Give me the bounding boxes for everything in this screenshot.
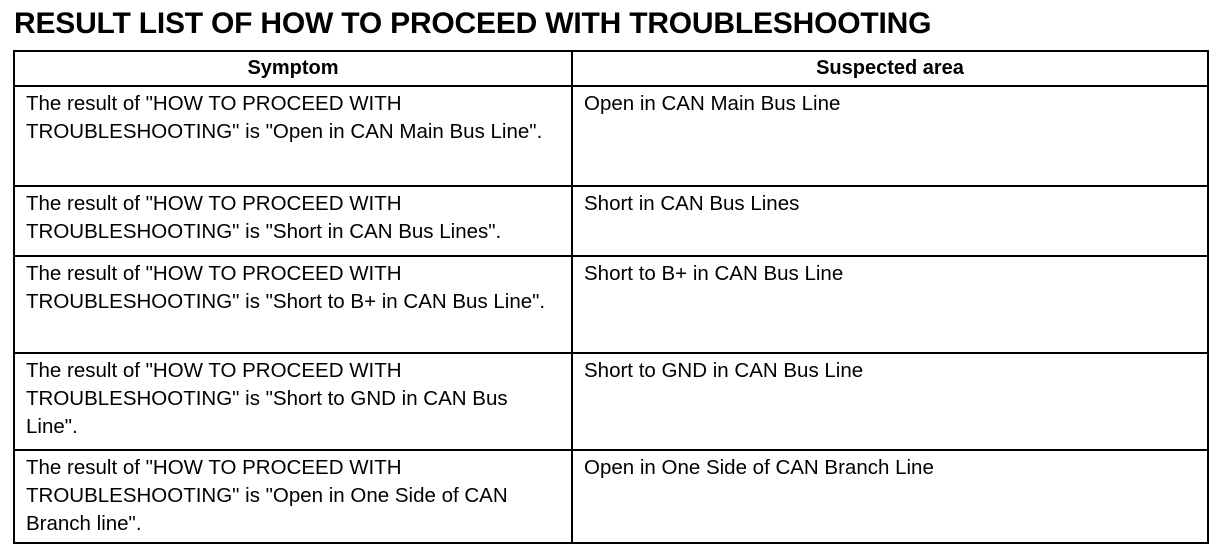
symptom-cell: The result of "HOW TO PROCEED WITH TROUB… bbox=[13, 85, 573, 187]
symptom-cell: The result of "HOW TO PROCEED WITH TROUB… bbox=[13, 185, 573, 257]
symptom-cell: The result of "HOW TO PROCEED WITH TROUB… bbox=[13, 255, 573, 354]
suspected-area-cell: Open in One Side of CAN Branch Line bbox=[571, 449, 1209, 544]
column-header-suspected-area: Suspected area bbox=[571, 50, 1209, 87]
table-row: The result of "HOW TO PROCEED WITH TROUB… bbox=[13, 85, 1209, 187]
table-row: The result of "HOW TO PROCEED WITH TROUB… bbox=[13, 449, 1209, 544]
table-row: The result of "HOW TO PROCEED WITH TROUB… bbox=[13, 185, 1209, 257]
suspected-area-cell: Short to GND in CAN Bus Line bbox=[571, 352, 1209, 451]
suspected-area-cell: Short to B+ in CAN Bus Line bbox=[571, 255, 1209, 354]
table-header-row: Symptom Suspected area bbox=[13, 50, 1209, 87]
symptom-cell: The result of "HOW TO PROCEED WITH TROUB… bbox=[13, 352, 573, 451]
symptom-cell: The result of "HOW TO PROCEED WITH TROUB… bbox=[13, 449, 573, 544]
column-header-symptom: Symptom bbox=[13, 50, 573, 87]
table-row: The result of "HOW TO PROCEED WITH TROUB… bbox=[13, 255, 1209, 354]
suspected-area-cell: Short in CAN Bus Lines bbox=[571, 185, 1209, 257]
page-title: RESULT LIST OF HOW TO PROCEED WITH TROUB… bbox=[14, 7, 932, 40]
suspected-area-cell: Open in CAN Main Bus Line bbox=[571, 85, 1209, 187]
troubleshooting-table: Symptom Suspected area The result of "HO… bbox=[13, 50, 1209, 544]
table-row: The result of "HOW TO PROCEED WITH TROUB… bbox=[13, 352, 1209, 451]
